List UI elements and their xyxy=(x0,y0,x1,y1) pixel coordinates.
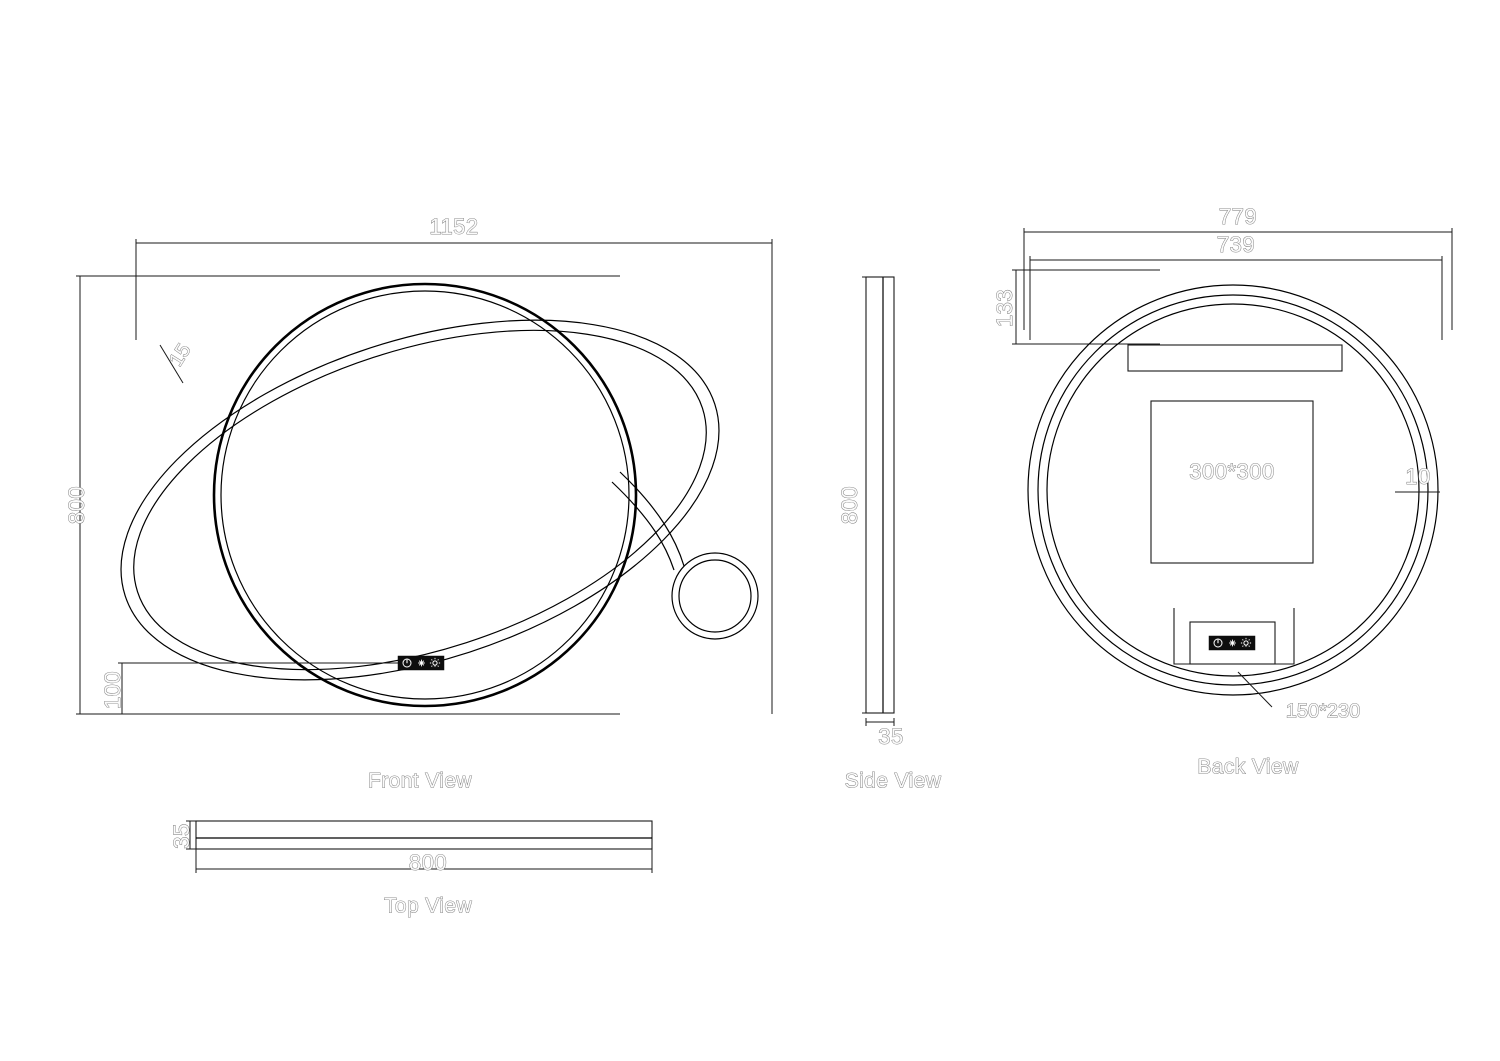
top-view-label: Top View xyxy=(384,895,472,918)
dim-15-label: 15 xyxy=(165,340,195,371)
dim-100-label: 100 xyxy=(100,671,125,709)
top-view-group: 35 800 Top View xyxy=(168,820,653,918)
dimension-1152 xyxy=(136,239,772,700)
back-view-label: Back View xyxy=(1197,756,1299,779)
hanging-bracket xyxy=(1127,344,1343,372)
driver-box-label: 150*230 xyxy=(1286,700,1361,722)
dimension-35-side xyxy=(866,718,894,726)
back-view-group: 779 739 133 300*300 xyxy=(991,203,1452,779)
back-mirror-rings xyxy=(1027,284,1439,696)
dim-35-side-label: 35 xyxy=(878,724,903,749)
dimension-15: 15 xyxy=(160,339,196,383)
mounting-plate xyxy=(1150,400,1314,564)
front-view-label: Front View xyxy=(368,770,472,793)
dim-739-label: 739 xyxy=(1217,232,1255,257)
back-touch-controls[interactable] xyxy=(1208,635,1256,651)
dimension-35-top xyxy=(186,821,204,849)
side-view-label: Side View xyxy=(845,770,942,793)
dimension-739 xyxy=(1030,256,1442,340)
front-mirror-circle xyxy=(212,282,638,708)
dimension-133 xyxy=(1012,270,1160,344)
front-touch-controls[interactable] xyxy=(397,655,445,671)
dim-800-top-label: 800 xyxy=(409,850,447,875)
front-view-group: 15 1152 800 100 Front View xyxy=(63,213,772,793)
dimension-800-side xyxy=(862,277,894,713)
driver-box-group xyxy=(1173,608,1295,707)
side-view-group: 800 35 Side View xyxy=(836,276,942,793)
top-profile-outer xyxy=(195,820,653,850)
front-ring-connector xyxy=(611,471,685,571)
dimension-100 xyxy=(118,663,418,714)
dim-35-top-label: 35 xyxy=(169,823,194,848)
dimension-800-top xyxy=(196,849,652,873)
dim-779-label: 779 xyxy=(1219,204,1257,229)
front-decorative-ring xyxy=(120,319,720,681)
front-small-circle xyxy=(671,552,759,640)
dim-133-label: 133 xyxy=(992,289,1017,327)
driver-box xyxy=(1189,621,1276,665)
dim-800-front-label: 800 xyxy=(64,486,89,524)
dimension-779 xyxy=(1024,228,1452,330)
dim-10-label: 10 xyxy=(1405,464,1430,489)
mounting-plate-label: 300*300 xyxy=(1189,459,1274,484)
dim-800-side-label: 800 xyxy=(837,486,862,524)
dim-1152-label: 1152 xyxy=(429,214,478,239)
dimension-800-front xyxy=(76,276,620,714)
side-profile-outer xyxy=(865,276,895,714)
